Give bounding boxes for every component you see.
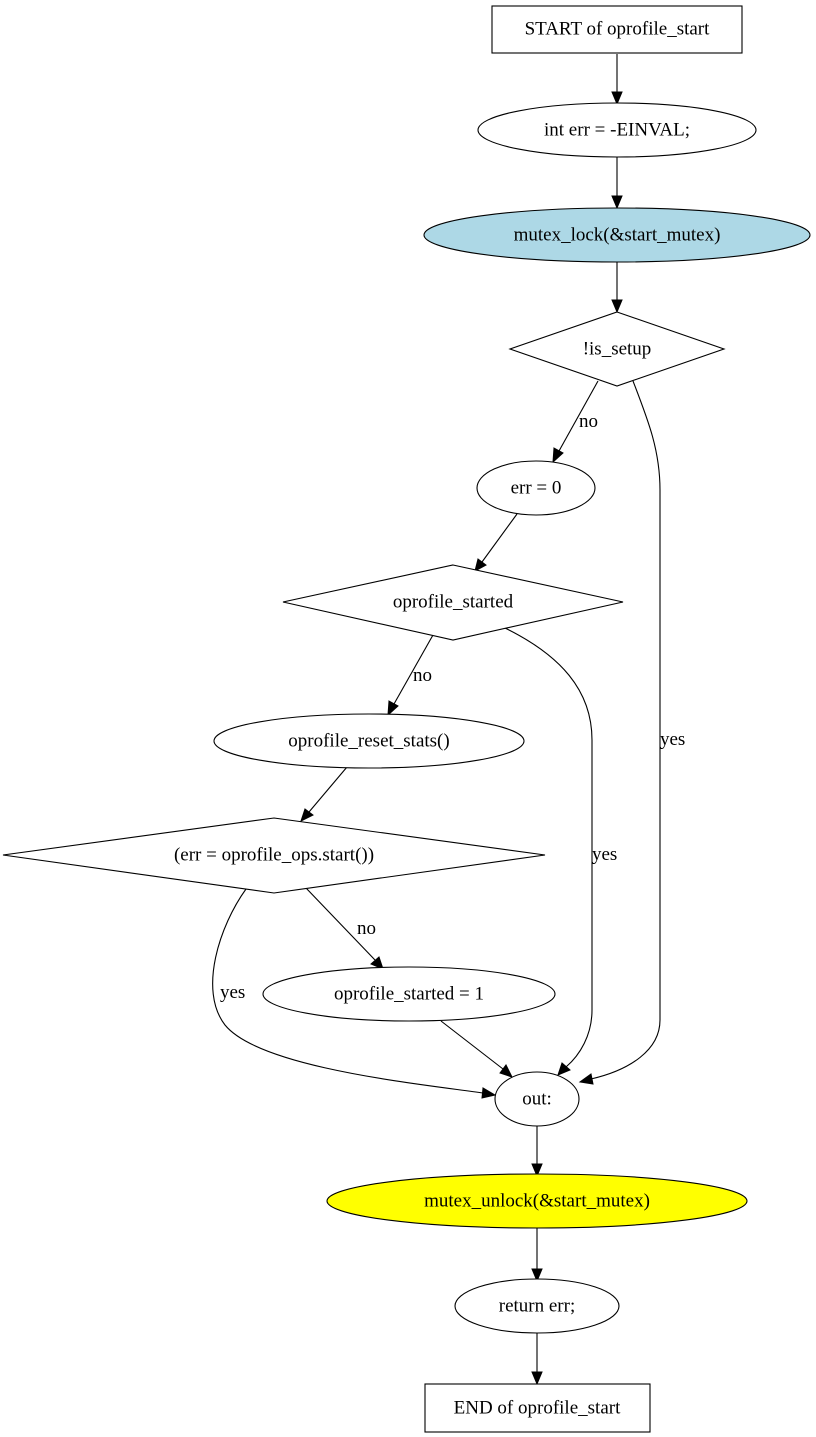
edge-label-ops-no: no xyxy=(357,918,376,939)
start-node-label: START of oprofile_start xyxy=(525,18,711,39)
set-started-node: oprofile_started = 1 xyxy=(262,966,556,1022)
arrowhead xyxy=(531,1163,543,1178)
ops-start-decision: (err = oprofile_ops.start()) xyxy=(2,817,546,894)
edge-label-started-no: no xyxy=(413,665,432,686)
edge-is-setup-yes xyxy=(590,380,661,1080)
arrowhead xyxy=(474,558,487,572)
edge-label-is-setup-no: no xyxy=(579,411,598,432)
edge-started-yes xyxy=(504,627,593,1068)
edge-err-zero-to-started xyxy=(481,513,518,563)
mutex-unlock-node-label: mutex_unlock(&start_mutex) xyxy=(424,1190,650,1211)
arrowhead xyxy=(552,447,564,464)
is-setup-decision-label: !is_setup xyxy=(583,338,652,359)
oprofile-started-decision-label: oprofile_started xyxy=(393,591,514,612)
nodes: START of oprofile_start int err = -EINVA… xyxy=(2,5,811,1433)
edges xyxy=(212,54,661,1386)
arrowhead xyxy=(611,91,623,106)
return-err-node-label: return err; xyxy=(499,1295,575,1316)
edge-label-is-setup-yes: yes xyxy=(660,729,685,750)
arrowhead xyxy=(370,956,384,970)
arrowhead xyxy=(531,1268,543,1283)
edge-label-ops-yes: yes xyxy=(220,982,245,1003)
start-node: START of oprofile_start xyxy=(491,5,743,54)
arrowhead xyxy=(300,808,314,822)
arrowhead xyxy=(499,1064,513,1078)
mutex-lock-node: mutex_lock(&start_mutex) xyxy=(423,207,811,263)
arrowhead xyxy=(611,195,623,210)
arrowhead xyxy=(611,299,623,314)
end-node: END of oprofile_start xyxy=(424,1383,651,1433)
arrowhead xyxy=(557,1062,571,1076)
ops-start-decision-label: (err = oprofile_ops.start()) xyxy=(174,844,374,865)
return-err-node: return err; xyxy=(454,1278,620,1334)
reset-stats-node: oprofile_reset_stats() xyxy=(213,713,525,769)
mutex-lock-node-label: mutex_lock(&start_mutex) xyxy=(514,224,721,245)
edge-started-no xyxy=(393,634,434,705)
edge-reset-to-ops xyxy=(308,766,348,813)
edge-set-to-out xyxy=(440,1020,504,1070)
err-zero-node: err = 0 xyxy=(476,460,596,516)
out-node: out: xyxy=(494,1071,580,1127)
arrowhead xyxy=(387,700,399,717)
arrowhead xyxy=(531,1371,543,1386)
init-err-node-label: int err = -EINVAL; xyxy=(544,119,690,140)
arrowhead xyxy=(481,1087,497,1099)
init-err-node: int err = -EINVAL; xyxy=(477,102,757,158)
oprofile-started-decision: oprofile_started xyxy=(282,564,624,641)
out-node-label: out: xyxy=(522,1088,552,1109)
mutex-unlock-node: mutex_unlock(&start_mutex) xyxy=(326,1173,748,1229)
edge-ops-yes xyxy=(212,888,484,1094)
err-zero-node-label: err = 0 xyxy=(511,477,562,498)
set-started-node-label: oprofile_started = 1 xyxy=(334,983,484,1004)
is-setup-decision: !is_setup xyxy=(508,311,726,387)
reset-stats-node-label: oprofile_reset_stats() xyxy=(288,730,449,751)
end-node-label: END of oprofile_start xyxy=(454,1397,621,1418)
arrowhead xyxy=(578,1073,594,1085)
edge-labels: no yes no yes no yes xyxy=(220,411,685,1003)
edge-is-setup-no xyxy=(558,380,599,452)
edge-label-started-yes: yes xyxy=(592,844,617,865)
edge-ops-no xyxy=(305,887,376,961)
